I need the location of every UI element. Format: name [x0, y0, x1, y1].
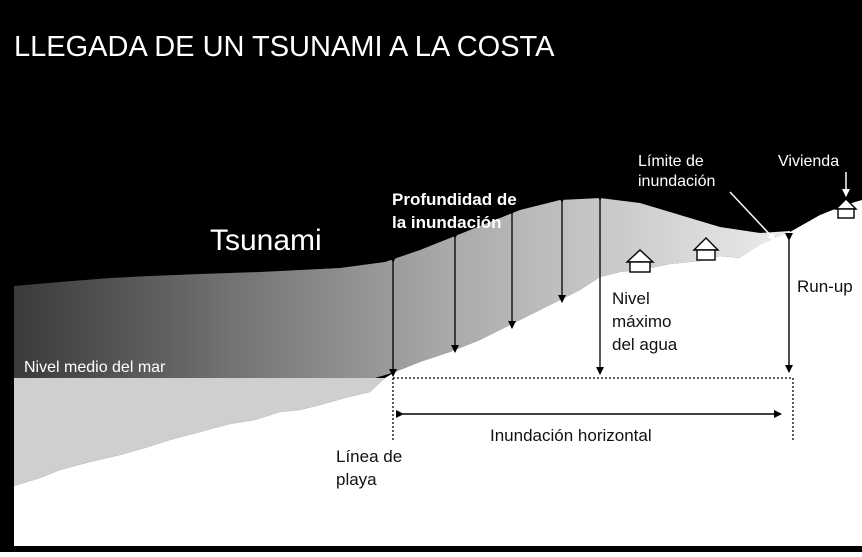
beach-label-line1: Línea de: [336, 447, 402, 466]
land: [14, 200, 862, 552]
diagram-title: LLEGADA DE UN TSUNAMI A LA COSTA: [14, 31, 555, 63]
house-label: Vivienda: [778, 153, 839, 170]
depth-label-line2: la inundación: [392, 213, 502, 232]
limit-label-line2: inundación: [638, 173, 715, 190]
limit-label-line1: Límite de: [638, 153, 704, 170]
max-level-line2: máximo: [612, 312, 672, 331]
frame-bottom: [0, 546, 862, 552]
horizontal-flood-label: Inundación horizontal: [490, 426, 652, 445]
runup-label: Run-up: [797, 277, 853, 296]
depth-arrows: [389, 193, 604, 377]
tsunami-label: Tsunami: [210, 224, 322, 257]
house-icon: [834, 198, 858, 219]
max-level-line1: Nivel: [612, 289, 650, 308]
sea: [14, 378, 385, 486]
frame-left: [0, 0, 14, 552]
max-level-line3: del agua: [612, 335, 678, 354]
limit-arrow: [729, 191, 776, 241]
house-icon: [625, 249, 655, 273]
mean-sea-level-label: Nivel medio del mar: [24, 359, 166, 376]
house-icon: [692, 237, 720, 261]
beach-label-line2: playa: [336, 470, 377, 489]
depth-label-line1: Profundidad de: [392, 190, 517, 209]
